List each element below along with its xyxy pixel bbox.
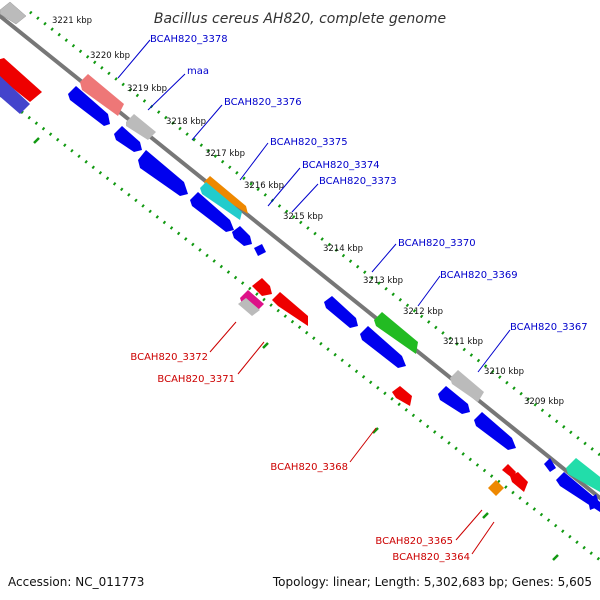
gene-arrow-BCAH820_3368[interactable] — [392, 386, 412, 406]
gene-arrow-BCAH820_3372[interactable] — [252, 278, 272, 296]
gene-arrow[interactable] — [200, 182, 242, 220]
gene-arrow-BCAH820_3375[interactable] — [204, 176, 248, 214]
gene-label[interactable]: maa — [187, 66, 209, 77]
lower-guide-line — [0, 93, 600, 562]
kbp-tick-labels: 3221 kbp 3220 kbp 3219 kbp 3218 kbp 3217… — [52, 16, 564, 407]
tick-label: 3216 kbp — [244, 181, 284, 191]
gene-label[interactable]: BCAH820_3370 — [398, 238, 476, 249]
gene-label[interactable]: BCAH820_3365 — [375, 536, 453, 547]
gene-features — [0, 1, 600, 512]
gene-arrow-BCAH820_3364[interactable] — [488, 480, 504, 496]
tick-label: 3215 kbp — [283, 212, 323, 222]
gene-label[interactable]: BCAH820_3374 — [302, 160, 380, 171]
gene-arrow-BCAH820_3370[interactable] — [324, 296, 358, 328]
genome-title: Bacillus cereus AH820, complete genome — [154, 11, 446, 27]
gene-label[interactable]: BCAH820_3372 — [130, 352, 208, 363]
tick-marks — [16, 105, 559, 561]
gene-arrow[interactable] — [238, 298, 260, 316]
tick-label: 3212 kbp — [403, 307, 443, 317]
gene-arrow-maa[interactable] — [68, 86, 110, 126]
gene-label[interactable]: BCAH820_3373 — [319, 176, 397, 187]
gene-arrow[interactable] — [0, 1, 27, 25]
gene-arrow[interactable] — [126, 114, 156, 140]
upper-guide-line — [29, 10, 600, 457]
gene-label[interactable]: BCAH820_3368 — [270, 462, 348, 473]
gene-arrow-BCAH820_3374[interactable] — [190, 192, 234, 232]
gene-arrow[interactable] — [360, 326, 406, 368]
top-gene-labels: BCAH820_3378 maa BCAH820_3376 BCAH820_33… — [150, 34, 588, 333]
gene-label[interactable]: BCAH820_3376 — [224, 97, 302, 108]
gene-label[interactable]: BCAH820_3378 — [150, 34, 228, 45]
tick-label: 3211 kbp — [443, 337, 483, 347]
gene-arrow-BCAH820_3371[interactable] — [272, 292, 308, 326]
tick-label: 3217 kbp — [205, 149, 245, 159]
tick-label: 3221 kbp — [52, 16, 92, 26]
gene-label[interactable]: BCAH820_3375 — [270, 137, 348, 148]
bottom-leader-lines — [209, 321, 495, 555]
gene-arrow[interactable] — [544, 458, 556, 472]
gene-arrow[interactable] — [138, 150, 188, 196]
gene-arrow-BCAH820_3373[interactable] — [232, 226, 252, 246]
gene-arrow-BCAH820_3378[interactable] — [80, 74, 124, 116]
top-leader-lines — [117, 39, 511, 373]
tick-label: 3209 kbp — [524, 397, 564, 407]
tick-label: 3210 kbp — [484, 367, 524, 377]
gene-label[interactable]: BCAH820_3371 — [157, 374, 235, 385]
gene-arrow[interactable] — [254, 244, 266, 256]
gene-arrow-BCAH820_3367[interactable] — [450, 370, 484, 402]
gene-label[interactable]: BCAH820_3364 — [392, 552, 470, 563]
gene-arrow[interactable] — [510, 472, 528, 492]
tick-label: 3220 kbp — [90, 51, 130, 61]
gene-arrow[interactable] — [438, 386, 470, 414]
gene-arrow-BCAH820_3365[interactable] — [502, 464, 516, 478]
gene-arrow[interactable] — [474, 412, 516, 450]
gene-label[interactable]: BCAH820_3367 — [510, 322, 588, 333]
tick-label: 3219 kbp — [127, 84, 167, 94]
tick-label: 3214 kbp — [323, 244, 363, 254]
gene-arrow-BCAH820_3369[interactable] — [374, 312, 418, 354]
genome-summary-text: Topology: linear; Length: 5,302,683 bp; … — [272, 575, 592, 589]
gene-arrow[interactable] — [240, 290, 264, 312]
gene-label[interactable]: BCAH820_3369 — [440, 270, 518, 281]
gene-arrow-BCAH820_3376[interactable] — [114, 126, 142, 152]
gene-arrow[interactable] — [0, 58, 42, 102]
gene-arrow[interactable] — [566, 458, 600, 492]
tick-label: 3218 kbp — [166, 117, 206, 127]
accession-text: Accession: NC_011773 — [8, 575, 144, 589]
gene-arrow[interactable] — [588, 494, 600, 510]
tick-label: 3213 kbp — [363, 276, 403, 286]
bottom-gene-labels: BCAH820_3372 BCAH820_3371 BCAH820_3368 B… — [130, 352, 470, 563]
gene-arrow[interactable] — [0, 76, 30, 114]
